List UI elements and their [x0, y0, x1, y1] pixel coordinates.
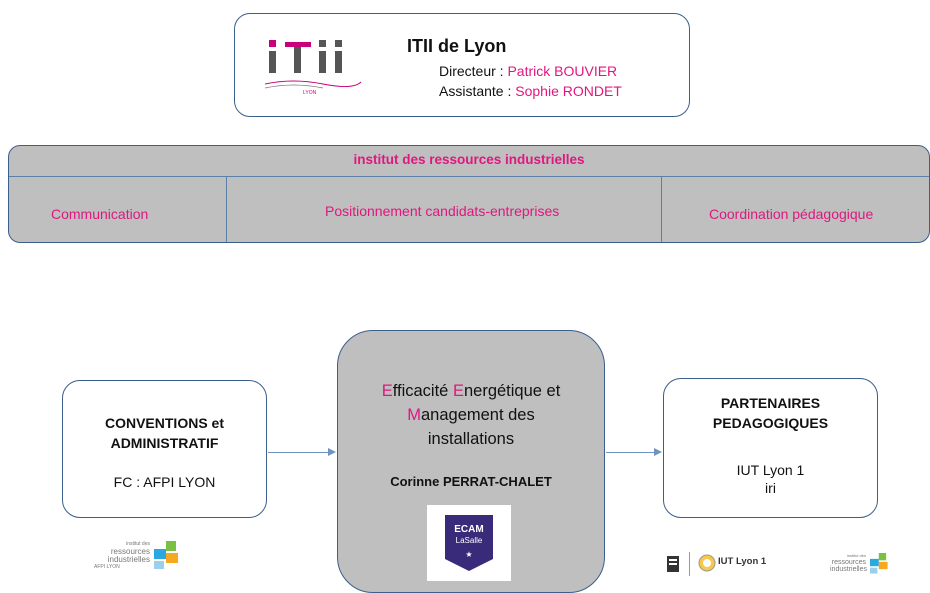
itii-title: ITII de Lyon [407, 36, 507, 56]
itii-assistant: Assistante : Sophie RONDET [439, 83, 622, 99]
partenaires-box: PARTENAIRES PEDAGOGIQUES IUT Lyon 1 iri [663, 378, 878, 518]
arrow-line-left [268, 452, 328, 453]
partenaires-list: IUT Lyon 1 iri [664, 461, 877, 497]
band-cell-communication: Communication [51, 206, 149, 222]
itii-card: LYON ITII de Lyon Directeur : Patrick BO… [234, 13, 690, 117]
univ-lyon-icon [667, 556, 679, 572]
conventions-body: FC : AFPI LYON [113, 474, 216, 490]
iri-squares-icon [154, 541, 178, 569]
efficacite-title-line3: installations [427, 430, 515, 448]
iut-logo-text: IUT Lyon 1 [718, 556, 767, 567]
conventions-title-line1: CONVENTIONS et [104, 415, 224, 431]
assistant-label: Assistante : [439, 83, 516, 99]
band-cell-positionnement: Positionnement candidats-entreprises [325, 203, 560, 219]
band-cell-coordination: Coordination pédagogique [709, 206, 874, 222]
itii-logo-sub: LYON [303, 90, 317, 96]
ecam-shield-icon: ECAM LaSalle ★ [445, 515, 493, 571]
univ-lyon-logo [665, 554, 687, 576]
iri-logo-right: institut des ressources industrielles [830, 553, 890, 583]
partenaire-item: IUT Lyon 1 [736, 462, 805, 478]
director-label: Directeur : [439, 63, 508, 79]
efficacite-box: Efficacité Energétique et Management des… [337, 330, 605, 593]
iut-lyon-logo: IUT Lyon 1 [698, 552, 783, 576]
iut-circle-icon [698, 554, 716, 572]
conventions-box: CONVENTIONS et ADMINISTRATIF FC : AFPI L… [62, 380, 267, 518]
partenaires-title-line1: PARTENAIRES [720, 395, 821, 411]
efficacite-title: Efficacité Energétique et Management des… [338, 379, 604, 451]
assistant-name: Sophie RONDET [515, 83, 622, 99]
efficacite-title-line1: Efficacité Energétique et [381, 382, 561, 400]
band-column-divider [661, 177, 662, 242]
band-divider [9, 176, 929, 177]
itii-director: Directeur : Patrick BOUVIER [439, 63, 617, 79]
ecam-logo: ECAM LaSalle ★ [427, 505, 511, 581]
svg-text:ECAM: ECAM [454, 524, 483, 535]
arrow-head-right [654, 448, 662, 456]
iri-band: institut des ressources industrielles Co… [8, 145, 930, 243]
arrow-head-left [328, 448, 336, 456]
director-name: Patrick BOUVIER [507, 63, 618, 79]
logo-separator [689, 552, 690, 576]
iri-logo-left: institut des ressources industrielles AF… [88, 541, 188, 585]
efficacite-person: Corinne PERRAT-CHALET [390, 474, 552, 489]
iri-squares-icon [870, 553, 888, 574]
arrow-line-right [606, 452, 654, 453]
partenaire-item: iri [765, 480, 776, 496]
partenaires-title-line2: PEDAGOGIQUES [712, 415, 829, 431]
partenaires-title: PARTENAIRES PEDAGOGIQUES [664, 393, 877, 433]
conventions-title-line2: ADMINISTRATIF [110, 435, 219, 451]
band-title: institut des ressources industrielles [353, 152, 585, 167]
svg-text:★: ★ [465, 550, 472, 559]
itii-logo: LYON [264, 40, 362, 96]
svg-text:LaSalle: LaSalle [456, 536, 483, 545]
efficacite-title-line2: Management des [407, 406, 535, 424]
conventions-title: CONVENTIONS et ADMINISTRATIF [63, 413, 266, 453]
band-column-divider [226, 177, 227, 242]
